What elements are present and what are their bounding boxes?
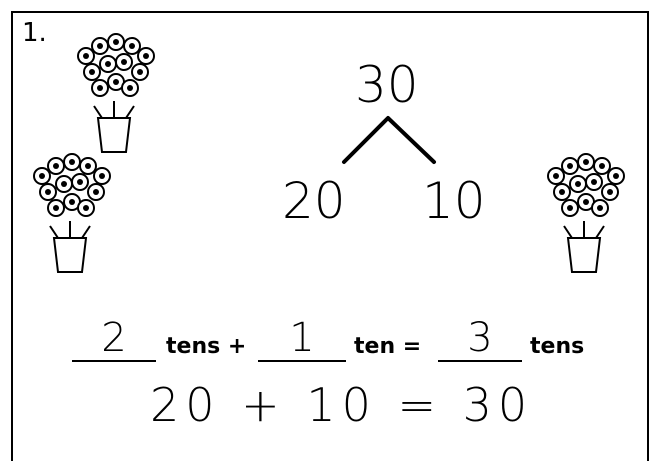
tens-equation: 2 tens + 1 ten = 3 tens [72,318,632,372]
bond-whole: 30 [355,56,419,114]
problem-number: 1. [22,18,47,48]
answer-value-2: 1 [289,315,315,361]
answer-blank-1[interactable]: 2 [72,318,156,362]
flower-bouquet-icon [534,146,634,276]
answer-value-1: 2 [101,315,127,361]
equation-word-1: tens + [166,334,247,359]
flower-bouquet-icon [64,26,164,156]
handwritten-equation: 20 + 10 = 30 [150,378,534,432]
problem-frame [11,11,649,461]
answer-value-3: 3 [467,315,493,361]
answer-blank-2[interactable]: 1 [258,318,346,362]
bond-part-right: 10 [422,172,486,230]
equation-word-3: tens [530,334,585,359]
answer-blank-3[interactable]: 3 [438,318,522,362]
number-bond-lines [342,116,436,164]
flower-bouquet-icon [20,146,120,276]
equation-word-2: ten = [354,334,422,359]
bond-part-left: 20 [282,172,346,230]
